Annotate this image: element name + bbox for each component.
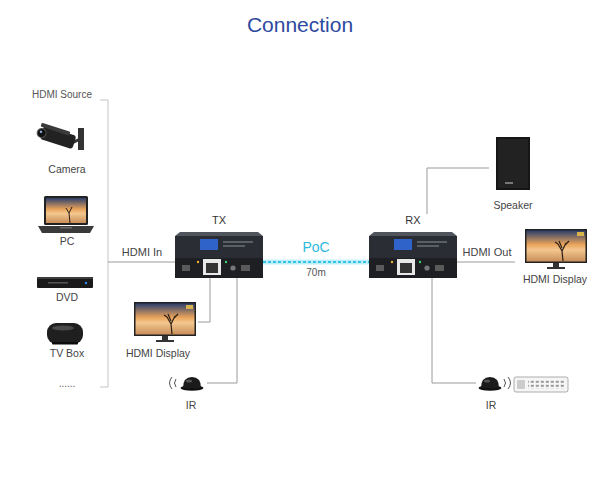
dvd-icon [37, 277, 93, 288]
ir-tx-icon [170, 377, 204, 391]
camera-icon-part-part [36, 127, 47, 138]
laptop-icon-part [46, 198, 86, 223]
source-bracket [100, 100, 108, 387]
cable-length: 70m [304, 267, 327, 279]
source-group: HDMI SourceCameraPC DVD TV Box [32, 88, 108, 393]
signal-wire [432, 278, 476, 383]
ir-receiver: IR [476, 368, 506, 412]
edge-label: HDMI Out [461, 246, 514, 259]
dvd-icon-part [37, 277, 93, 279]
node-label: RX [405, 214, 420, 227]
ir-rx-icon [479, 377, 511, 391]
speaker-icon-part [505, 182, 513, 184]
tx-device-part [175, 232, 263, 278]
remote-icon [514, 377, 568, 392]
camera-icon-part [35, 122, 77, 149]
laptop-icon [38, 196, 94, 233]
remote-icon-part [517, 380, 525, 389]
tv-box-icon [47, 323, 83, 345]
node-label: HDMI Display [523, 273, 587, 286]
speaker-device: Speaker [489, 132, 537, 212]
node-label: TX [212, 214, 226, 227]
poc-glow [263, 262, 369, 263]
signal-wire [427, 168, 489, 214]
node-label: Camera [48, 163, 85, 176]
dvd-icon-part [85, 282, 87, 284]
poc-glow-part [263, 260, 369, 265]
laptop-icon-part [44, 196, 88, 225]
transmitter-box: TX [175, 214, 263, 278]
node-label: HDMI Source [32, 88, 92, 101]
dvd-icon-part [37, 277, 93, 288]
node-label: HDMI Display [126, 347, 190, 360]
node-label: DVD [56, 291, 78, 304]
node-label: PC [60, 235, 75, 248]
signal-wire [198, 278, 210, 322]
receiver-box: RX [369, 214, 457, 278]
display-rx-icon-part [525, 229, 587, 269]
speaker-icon [496, 137, 530, 190]
source-bracket-part [100, 100, 108, 387]
camera-icon-part-part [39, 130, 42, 133]
ir-rx-icon-part [504, 377, 511, 389]
ir-tx-icon-part [170, 377, 177, 389]
laptop-icon-part [60, 227, 72, 229]
diagram-title: Connection [0, 13, 600, 37]
tv-box-icon-part [47, 323, 83, 344]
poc-cable [263, 261, 369, 263]
ir-tx-icon-part [181, 377, 204, 391]
speaker-icon-part [496, 137, 530, 190]
display-device: HDMI Display [118, 300, 198, 360]
remote-icon-part [514, 377, 568, 392]
laptop-icon-part [66, 207, 72, 223]
more-sources-mark: ...... [57, 378, 78, 390]
tv-box-icon-part [52, 342, 78, 345]
display-tx-icon [134, 302, 196, 342]
node-label: Speaker [493, 199, 532, 212]
tx-device [175, 232, 263, 278]
signal-wire [207, 278, 237, 383]
source-device: PC [34, 192, 100, 248]
source-device: DVD [34, 270, 100, 304]
tv-box-icon-part [52, 326, 74, 331]
dvd-icon-part [48, 282, 68, 284]
speaker-icon-part [498, 139, 528, 188]
edge-label: PoC [300, 239, 331, 256]
signal-wire [108, 262, 175, 263]
node-label: TV Box [50, 347, 84, 360]
node-label: IR [486, 399, 497, 412]
rx-device-part [369, 232, 457, 278]
remote-icon-part [528, 380, 565, 389]
source-device: TV Box [34, 316, 100, 360]
laptop-icon-part [38, 226, 94, 233]
display-tx-icon-part [134, 302, 196, 342]
node-label: IR [186, 399, 197, 412]
camera-icon [35, 122, 84, 150]
ir-receiver: IR [175, 368, 207, 412]
rx-device [369, 232, 457, 278]
signal-wire [457, 262, 515, 263]
ir-rx-icon-part [479, 377, 502, 391]
edge-label: HDMI In [120, 246, 164, 259]
display-device: HDMI Display [515, 228, 595, 286]
display-rx-icon [525, 229, 587, 269]
source-device: Camera [34, 118, 100, 176]
